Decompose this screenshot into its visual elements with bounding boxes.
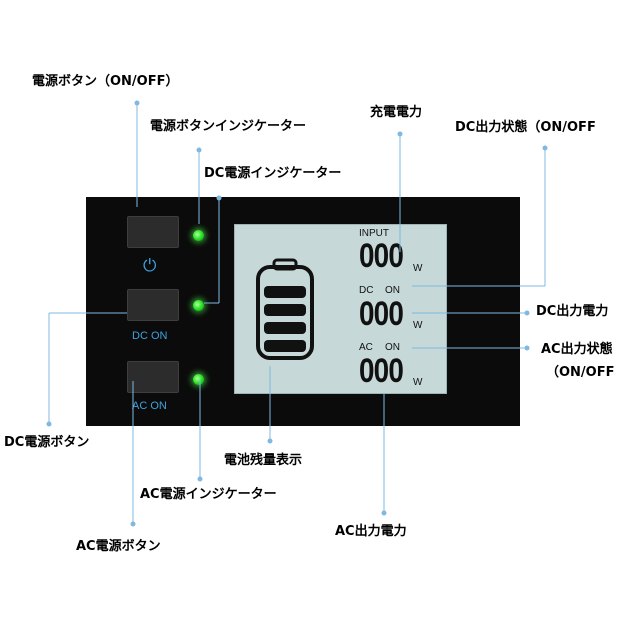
- label-dc-output-state: DC出力状態（ON/OFF: [455, 120, 596, 135]
- ac-state: ON: [385, 342, 400, 353]
- ac-value: 000: [359, 352, 404, 390]
- label-dc-indicator: DC電源インジケーター: [204, 166, 342, 181]
- label-ac-power-button: AC電源ボタン: [76, 539, 161, 554]
- ac-indicator-led: [193, 374, 204, 385]
- dc-indicator-led: [193, 300, 204, 311]
- power-button[interactable]: [127, 216, 179, 248]
- label-ac-output-state-sub: （ON/OFF: [546, 365, 615, 380]
- label-dc-power-button: DC電源ボタン: [4, 435, 90, 450]
- dc-state: ON: [385, 285, 400, 296]
- battery-icon: [256, 258, 314, 360]
- label-power-button: 電源ボタン（ON/OFF）: [32, 74, 179, 89]
- ac-on-label: AC ON: [132, 400, 167, 412]
- lcd-screen: INPUT 000 W DC ON 000 W AC ON 000 W: [234, 224, 447, 394]
- label-ac-output-state: AC出力状態: [541, 342, 613, 357]
- dc-value: 000: [359, 295, 404, 333]
- input-value: 000: [359, 237, 404, 275]
- input-label: INPUT: [359, 228, 389, 239]
- ac-power-button[interactable]: [127, 361, 179, 393]
- dc-on-label: DC ON: [132, 330, 168, 342]
- label-battery-level: 電池残量表示: [224, 453, 303, 468]
- label-ac-output-power: AC出力電力: [335, 524, 407, 539]
- dc-power-button[interactable]: [127, 289, 179, 321]
- ac-unit: W: [413, 377, 423, 388]
- dc-label: DC: [359, 285, 374, 296]
- label-ac-indicator: AC電源インジケーター: [140, 487, 277, 502]
- label-charge-power: 充電電力: [370, 105, 423, 120]
- dc-unit: W: [413, 320, 423, 331]
- ac-label: AC: [359, 342, 373, 353]
- label-power-indicator: 電源ボタンインジケーター: [150, 119, 307, 134]
- power-icon: ⏻: [143, 256, 157, 275]
- power-indicator-led: [193, 230, 204, 241]
- input-unit: W: [413, 263, 423, 274]
- label-dc-output-power: DC出力電力: [536, 304, 609, 319]
